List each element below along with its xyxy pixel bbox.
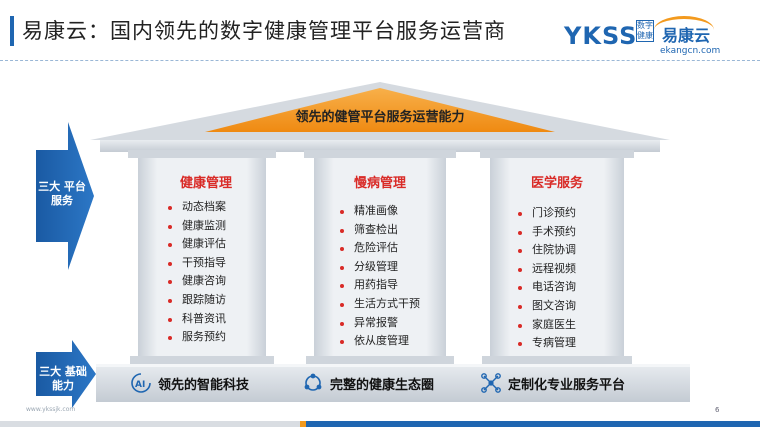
pillar-title-chronic: 慢病管理: [353, 176, 406, 191]
list-item: 家庭医生: [518, 316, 576, 335]
network-icon: [480, 372, 502, 394]
base-item-ai: AI 领先的智能科技: [130, 372, 249, 394]
logo-ekang-text: 易康云: [662, 26, 711, 45]
list-item: 门诊预约: [518, 204, 576, 223]
base-label-ecosystem: 完整的健康生态圈: [330, 377, 435, 393]
arrow-bottom-shape: [36, 340, 96, 408]
base-item-network: 定制化专业服务平台: [480, 372, 625, 394]
base-platform: [96, 364, 690, 402]
list-item: 生活方式干预: [340, 295, 420, 314]
list-item: 服务预约: [168, 328, 226, 347]
list-item: 依从度管理: [340, 332, 420, 351]
base-label-ai: 领先的智能科技: [158, 377, 250, 393]
list-item: 跟踪随访: [168, 291, 226, 310]
pillar-list-health: 动态档案 健康监测 健康评估 干预指导 健康咨询 跟踪随访 科普资讯 服务预约: [168, 198, 226, 347]
arrow-bottom-label: 三大 基础能力: [39, 365, 87, 392]
arrow-top-label: 三大 平台服务: [38, 180, 86, 207]
list-item: 手术预约: [518, 223, 576, 242]
header-divider: [0, 60, 760, 61]
list-item: 动态档案: [168, 198, 226, 217]
bottom-strip-orange: [300, 421, 306, 427]
list-item: 科普资讯: [168, 310, 226, 329]
pillar-1: [128, 150, 276, 364]
list-item: 健康评估: [168, 235, 226, 254]
list-item: 远程视频: [518, 260, 576, 279]
cornice-slab: [100, 140, 660, 152]
list-item: 精准画像: [340, 202, 420, 221]
title-accent-bar: [10, 16, 14, 46]
arrow-top-shape: [36, 122, 94, 270]
ecosystem-icon: [302, 372, 324, 394]
pillar-2: [304, 150, 456, 364]
list-item: 危险评估: [340, 239, 420, 258]
logo-site-text: ekangcn.com: [660, 46, 721, 56]
pillar-title-medical: 医学服务: [530, 176, 583, 191]
list-item: 筛查检出: [340, 221, 420, 240]
list-item: 健康监测: [168, 217, 226, 236]
base-label-network: 定制化专业服务平台: [508, 377, 626, 393]
roof-inner: [205, 88, 555, 132]
roof-label: 领先的健管平台服务运营能力: [295, 110, 465, 125]
footer-url: www.ykssjk.com: [26, 406, 76, 413]
pillar-list-medical: 门诊预约 手术预约 住院协调 远程视频 电话咨询 图文咨询 家庭医生 专病管理: [518, 204, 576, 353]
list-item: 干预指导: [168, 254, 226, 273]
base-platform-top: [96, 364, 690, 367]
list-item: 健康咨询: [168, 272, 226, 291]
svg-text:AI: AI: [135, 380, 145, 390]
ai-icon: AI: [130, 372, 152, 394]
list-item: 异常报警: [340, 314, 420, 333]
list-item: 用药指导: [340, 276, 420, 295]
brand-logo: YKSS 数字健康 易康云 ekangcn.com: [564, 14, 754, 60]
list-item: 电话咨询: [518, 278, 576, 297]
page-number: 6: [715, 406, 720, 414]
logo-shuzi-badge: 数字健康: [636, 20, 654, 42]
logo-ykss-text: YKSS: [564, 22, 638, 50]
pillar-list-chronic: 精准画像 筛查检出 危险评估 分级管理 用药指导 生活方式干预 异常报警 依从度…: [340, 202, 420, 351]
base-item-ecosystem: 完整的健康生态圈: [302, 372, 434, 394]
list-item: 住院协调: [518, 241, 576, 260]
list-item: 专病管理: [518, 334, 576, 353]
list-item: 分级管理: [340, 258, 420, 277]
bottom-strip-gray: [0, 421, 300, 427]
pillar-3: [480, 150, 634, 364]
pillar-title-health: 健康管理: [179, 176, 232, 191]
logo-swoosh-icon: [654, 16, 714, 44]
page-title: 易康云：国内领先的数字健康管理平台服务运营商: [22, 19, 506, 43]
bottom-strip-blue: [306, 421, 760, 427]
list-item: 图文咨询: [518, 297, 576, 316]
